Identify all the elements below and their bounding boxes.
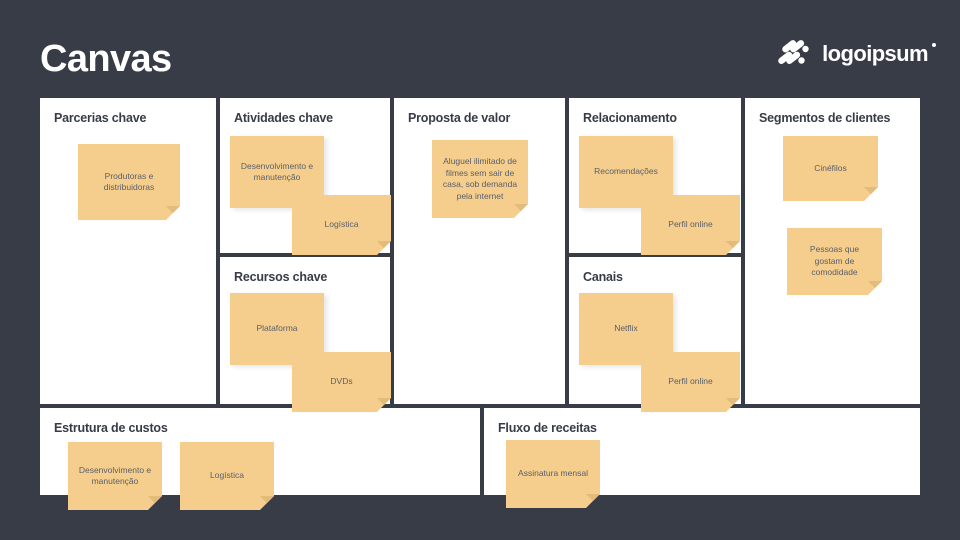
cell-title-atividades-chave: Atividades chave [234,111,333,125]
cell-relacionamento: Relacionamento Recomendações Perfil onli… [569,98,741,253]
note-text: Cinéfilos [814,162,847,173]
page-title: Canvas [40,38,172,80]
sticky-note[interactable]: Desenvolvimento e manutenção [68,442,162,510]
sticky-note[interactable]: Logística [180,442,274,510]
brand-logo: logoipsum [778,40,936,68]
cell-title-segmentos-de-clientes: Segmentos de clientes [759,111,891,125]
divider-col-3 [565,98,569,404]
cell-title-relacionamento: Relacionamento [583,111,677,125]
note-fold-icon [166,206,180,220]
sticky-note[interactable]: Assinatura mensal [506,440,600,508]
logoipsum-dots-icon [778,40,809,64]
note-text: Assinatura mensal [518,468,588,479]
sticky-note[interactable]: Aluguel ilimitado de filmes sem sair de … [432,140,528,218]
cell-proposta-de-valor: Proposta de valor Aluguel ilimitado de f… [394,98,565,404]
cell-segmentos-de-clientes: Segmentos de clientes Cinéfilos Pessoas … [745,98,920,404]
note-text: Recomendações [594,166,658,177]
note-fold-icon [864,187,878,201]
cell-title-estrutura-de-custos: Estrutura de custos [54,421,168,435]
cell-canais: Canais Netflix Perfil online [569,257,741,404]
note-text: Plataforma [256,323,298,334]
note-fold-icon [148,496,162,510]
cell-title-parcerias-chave: Parcerias chave [54,111,147,125]
sticky-note[interactable]: Perfil online [641,352,740,412]
note-text: DVDs [330,376,353,387]
cell-parcerias-chave: Parcerias chave Produtoras e distribuido… [40,98,216,404]
sticky-note[interactable]: DVDs [292,352,391,412]
divider-atividades-recursos [216,253,394,257]
divider-col-4 [741,98,745,404]
divider-relacionamento-canais [565,253,745,257]
cell-estrutura-de-custos: Estrutura de custos Desenvolvimento e ma… [40,408,480,495]
cell-recursos-chave: Recursos chave Plataforma DVDs [220,257,390,404]
note-text: Desenvolvimento e manutenção [240,160,314,183]
cell-fluxo-de-receitas: Fluxo de receitas Assinatura mensal [484,408,920,495]
note-text: Logística [209,470,245,481]
note-fold-icon [868,281,882,295]
note-text: Desenvolvimento e manutenção [78,464,152,486]
divider-col-2 [390,98,394,404]
divider-col-1 [216,98,220,404]
divider-bottom-middle [480,404,484,495]
cell-title-recursos-chave: Recursos chave [234,270,328,284]
note-text: Pessoas que gostam de comodidade [809,244,860,278]
note-text: Aluguel ilimitado de filmes sem sair de … [442,156,518,201]
sticky-note[interactable]: Logística [292,195,391,255]
note-fold-icon [586,494,600,508]
business-model-canvas: Parcerias chave Produtoras e distribuido… [40,98,920,495]
note-text: Netflix [614,323,638,334]
cell-title-proposta-de-valor: Proposta de valor [408,111,511,125]
note-text: Perfil online [668,219,713,230]
sticky-note[interactable]: Perfil online [641,195,740,255]
sticky-note[interactable]: Produtoras e distribuidoras [78,144,180,220]
cell-title-canais: Canais [583,270,623,284]
note-text: Logística [324,219,359,230]
note-fold-icon [514,204,528,218]
sticky-note[interactable]: Cinéfilos [783,136,878,201]
note-fold-icon [260,496,274,510]
brand-name: logoipsum [822,41,936,66]
sticky-note[interactable]: Pessoas que gostam de comodidade [787,228,882,295]
note-text: Perfil online [668,376,713,387]
cell-title-fluxo-de-receitas: Fluxo de receitas [498,421,597,435]
note-text: Produtoras e distribuidoras [103,170,155,192]
cell-atividades-chave: Atividades chave Desenvolvimento e manut… [220,98,390,253]
